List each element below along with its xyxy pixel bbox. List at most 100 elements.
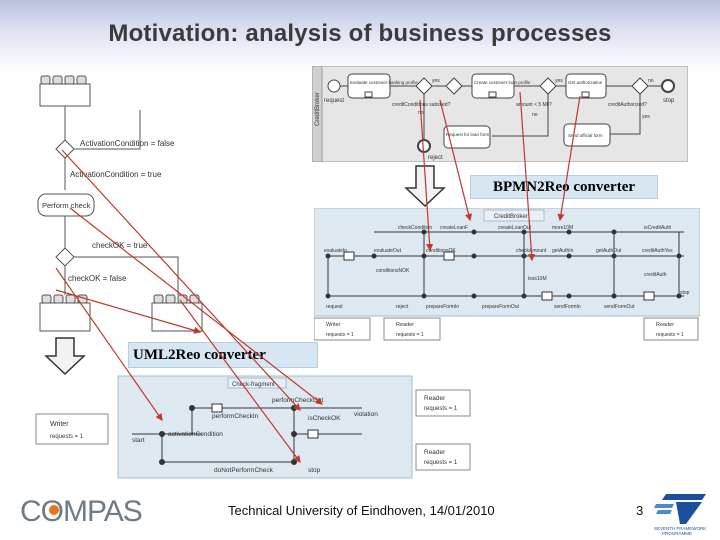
reo-bpmn-reader2 — [643, 317, 699, 341]
reo-bpmn-writer-requests: requests = 1 — [326, 332, 354, 338]
reo-uml-title: Check-fragment — [232, 382, 275, 388]
activation-true-label: ActivationCondition = true — [70, 170, 162, 179]
reo-mid-label-3: checkAmount — [516, 248, 547, 254]
task-get-label: Get authorization — [568, 80, 603, 85]
footer-text: Technical University of Eindhoven, 14/01… — [228, 503, 495, 518]
reo-uml-activation-condition: activationCondition — [168, 431, 223, 438]
decision-node-check — [55, 247, 75, 267]
flow-no-2: no — [418, 110, 424, 116]
reo-bpmn-writer — [314, 317, 371, 341]
task-get — [565, 73, 607, 99]
flow-no-1: no — [648, 78, 654, 84]
reo-uml-do-not-perform: doNotPerformCheck — [214, 467, 274, 474]
task-evaluate-label: Evaluate customer banking profile — [350, 80, 418, 85]
reo-bottom-label-0: request — [326, 304, 343, 310]
bpmn-event-request: request — [324, 98, 344, 104]
bpmn-event-reject: reject — [428, 155, 443, 161]
compas-logo-text: COMPAS — [20, 495, 142, 528]
slide-title: Motivation: analysis of business process… — [108, 20, 612, 47]
perform-check-label: Perform check — [42, 201, 91, 210]
uml-start-stack — [39, 75, 91, 107]
reo-bpmn-title: CreditBroker — [494, 214, 528, 220]
flow-amount: amount < 5 Mil? — [516, 102, 552, 108]
reo-uml-stop: stop — [308, 467, 321, 474]
reo-bottom-label-1: reject — [396, 304, 409, 310]
reo-top-label-2: createLoanOut — [498, 225, 532, 231]
reo-low-label-0: conditionsNOK — [376, 268, 410, 274]
fp7-line1: SEVENTH FRAMEWORK — [654, 526, 706, 531]
fp7-line2: PROGRAMME — [662, 531, 692, 536]
reo-uml-reader2-label: Reader — [424, 449, 446, 456]
reo-uml-writer-requests: requests = 1 — [50, 434, 84, 440]
reo-mid-label-0: evaluateIn — [324, 248, 347, 254]
fp7-mark — [654, 494, 706, 524]
fp7-logo: SEVENTH FRAMEWORK PROGRAMME — [654, 494, 706, 536]
reo-bottom-label-6: stop — [680, 290, 690, 296]
reo-bpmn-reader2-label: Reader — [656, 322, 674, 328]
bpmn-lane-name: CreditBroker — [315, 92, 321, 126]
flow-yes-3: yes — [642, 114, 650, 120]
reo-mid-label-5: getAuthOut — [596, 248, 622, 254]
reo-bpmn-writer-label: Writer — [326, 322, 341, 328]
reo-uml-circuit: Check-fragment Writer requests = 1 Reade… — [35, 375, 471, 479]
reo-bottom-label-2: prepareFormIn — [426, 304, 459, 310]
bpmn-process-diagram: CreditBroker request Evaluate customer b… — [312, 66, 688, 162]
check-ok-true-label: checkOK = true — [92, 241, 148, 250]
gateway-2 — [445, 77, 463, 95]
reo-uml-perform-check-out: performCheckOut — [272, 397, 323, 404]
uml-end-stack-left — [39, 294, 91, 332]
uml-converter-label: UML2Reo converter — [128, 342, 318, 368]
reo-low-label-2: creditAuth — [644, 272, 667, 278]
task-send-label: Send official form — [568, 133, 603, 138]
reo-top-label-1: createLoanF — [440, 225, 468, 231]
flow-yes-1: yes — [432, 78, 440, 84]
reo-uml-reader1-requests: requests = 1 — [424, 406, 458, 412]
page-number: 3 — [636, 503, 644, 518]
bpmn-event-stop: stop — [663, 98, 675, 104]
reo-uml-reader2 — [415, 443, 471, 471]
reo-top-label-3: more10M — [552, 225, 573, 231]
flow-credit-auth: creditAuthorized? — [608, 102, 647, 108]
bpmn-converter-arrow — [404, 165, 446, 208]
reo-mid-label-6: creditAuthYes — [642, 248, 673, 254]
reo-bpmn-reader1-label: Reader — [396, 322, 414, 328]
reo-uml-reader1-label: Reader — [424, 395, 446, 402]
reo-uml-is-check-ok: isCheckOK — [308, 415, 341, 422]
flow-yes-2: yes — [555, 78, 563, 84]
reo-uml-writer-label: Writer — [50, 421, 69, 428]
end-event — [661, 79, 675, 93]
activation-false-label: ActivationCondition = false — [80, 139, 175, 148]
reo-uml-perform-check-in: performCheckIn — [212, 413, 259, 420]
reo-mid-label-4: getAuthIn — [552, 248, 574, 254]
reo-uml-reader2-requests: requests = 1 — [424, 460, 458, 466]
reo-mid-label-2: conditionsOK — [426, 248, 456, 254]
task-evaluate — [347, 73, 391, 99]
reo-bpmn-reader1-requests: requests = 1 — [396, 332, 424, 338]
reo-mid-label-1: evaluateOut — [374, 248, 402, 254]
check-ok-false-label: checkOK = false — [68, 274, 127, 283]
task-create-label: Create customer loan profile — [474, 80, 531, 85]
task-request — [443, 125, 491, 149]
compas-logo: COMPAS — [20, 495, 143, 528]
title-band — [0, 0, 720, 72]
reo-uml-violation: violation — [354, 411, 378, 418]
uml-activity-diagram: ActivationCondition = false ActivationCo… — [37, 75, 203, 332]
reo-uml-reader1 — [415, 389, 471, 417]
reo-bpmn-reader2-requests: requests = 1 — [656, 332, 684, 338]
reo-low-label-1: less10M — [528, 276, 547, 282]
reo-bottom-label-4: sendFormIn — [554, 304, 581, 310]
reo-bottom-label-3: prepareFormOut — [482, 304, 520, 310]
decision-node — [55, 139, 75, 159]
bpmn-converter-label: BPMN2Reo converter — [470, 175, 658, 199]
start-event — [327, 79, 341, 93]
flow-no-3: no — [532, 112, 538, 118]
reo-bottom-label-5: sendFormOut — [604, 304, 635, 310]
reject-event — [417, 139, 431, 153]
task-create — [471, 73, 515, 99]
reo-top-label-0: checkCondition — [398, 225, 432, 231]
reo-bpmn-circuit: CreditBroker checkCondition createLoanF … — [314, 208, 700, 341]
uml-end-stack-right — [151, 294, 203, 332]
reo-uml-start: start — [132, 437, 145, 444]
task-request-label: Request for loan form — [446, 132, 490, 137]
